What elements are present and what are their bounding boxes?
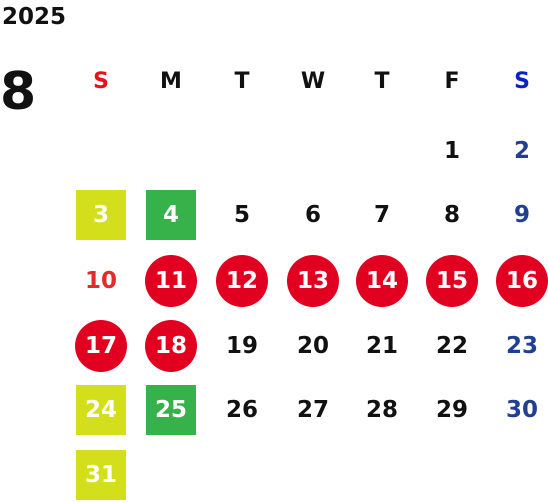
day-cell-holiday: 13: [287, 255, 339, 307]
day-cell-closed-weekend: 3: [76, 190, 126, 240]
weekday-label: M: [160, 68, 182, 94]
day-cell: 9: [513, 202, 530, 228]
day-cell-closed: 4: [146, 190, 196, 240]
day-cell-holiday: 16: [496, 255, 548, 307]
day-cell: 22: [435, 333, 468, 359]
calendar-year: 2025: [2, 4, 67, 30]
calendar-month: 8: [0, 62, 37, 122]
day-cell: 28: [365, 397, 398, 423]
day-cell: 27: [296, 397, 329, 423]
day-cell-holiday: 17: [75, 320, 127, 372]
day-cell: 6: [304, 202, 321, 228]
day-cell: 8: [443, 202, 460, 228]
day-cell: 19: [225, 333, 258, 359]
day-cell-closed: 25: [146, 385, 196, 435]
weekday-label: T: [374, 68, 390, 94]
weekday-label: W: [300, 68, 326, 94]
day-cell: 26: [225, 397, 258, 423]
day-cell-holiday: 12: [216, 255, 268, 307]
day-cell: 2: [513, 138, 530, 164]
weekday-label: F: [444, 68, 460, 94]
day-cell: 7: [373, 202, 390, 228]
day-cell: 23: [505, 333, 538, 359]
day-cell: 10: [84, 268, 117, 294]
weekday-label: S: [514, 68, 530, 94]
day-cell-holiday: 18: [145, 320, 197, 372]
day-cell: 1: [443, 138, 460, 164]
day-cell: 20: [296, 333, 329, 359]
weekday-label: T: [234, 68, 250, 94]
weekday-label: S: [93, 68, 109, 94]
day-cell-holiday: 15: [426, 255, 478, 307]
day-cell: 21: [365, 333, 398, 359]
day-cell: 30: [505, 397, 538, 423]
day-cell: 29: [435, 397, 468, 423]
day-cell: 5: [233, 202, 250, 228]
day-cell-closed-weekend: 31: [76, 450, 126, 500]
day-cell-holiday: 11: [145, 255, 197, 307]
day-cell-closed-weekend: 24: [76, 385, 126, 435]
day-cell-holiday: 14: [356, 255, 408, 307]
